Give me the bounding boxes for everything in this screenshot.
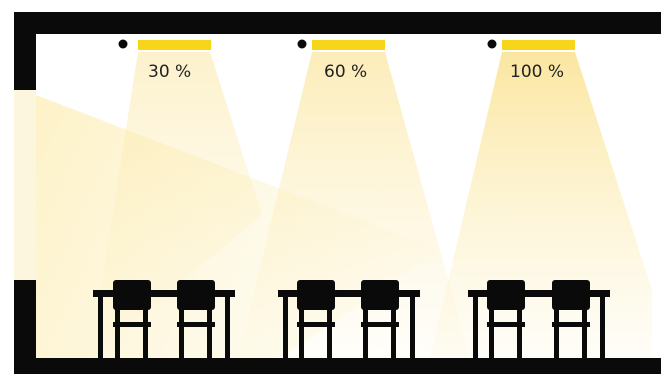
- floor: [14, 358, 661, 374]
- wall-lower: [14, 280, 36, 374]
- desk-icon: [468, 290, 610, 297]
- window-icon: [14, 90, 36, 280]
- ceiling-lamp-icon: [502, 40, 575, 50]
- chair-icon: [177, 280, 215, 358]
- desk-icon: [278, 290, 420, 297]
- wall-upper: [14, 12, 36, 90]
- dimming-label-3: 100 %: [510, 62, 565, 82]
- desk-group-3: [468, 280, 610, 358]
- chair-icon: [113, 280, 151, 358]
- desk-group-1: [93, 280, 235, 358]
- chair-icon: [361, 280, 399, 358]
- dimming-label-2: 60 %: [324, 62, 368, 82]
- ceiling-lamp-icon: [312, 40, 385, 50]
- desk-icon: [93, 290, 235, 297]
- dimming-label-1: 30 %: [148, 62, 192, 82]
- sensor-dot-icon: [118, 39, 128, 49]
- desk-group-2: [278, 280, 420, 358]
- ceiling-lamp-icon: [138, 40, 211, 50]
- sensor-dot-icon: [487, 39, 497, 49]
- sensor-dot-icon: [297, 39, 307, 49]
- chair-icon: [552, 280, 590, 358]
- ceiling: [14, 12, 661, 34]
- chair-icon: [297, 280, 335, 358]
- light-beam-2: [238, 52, 470, 358]
- chair-icon: [487, 280, 525, 358]
- light-beam-3: [430, 52, 652, 358]
